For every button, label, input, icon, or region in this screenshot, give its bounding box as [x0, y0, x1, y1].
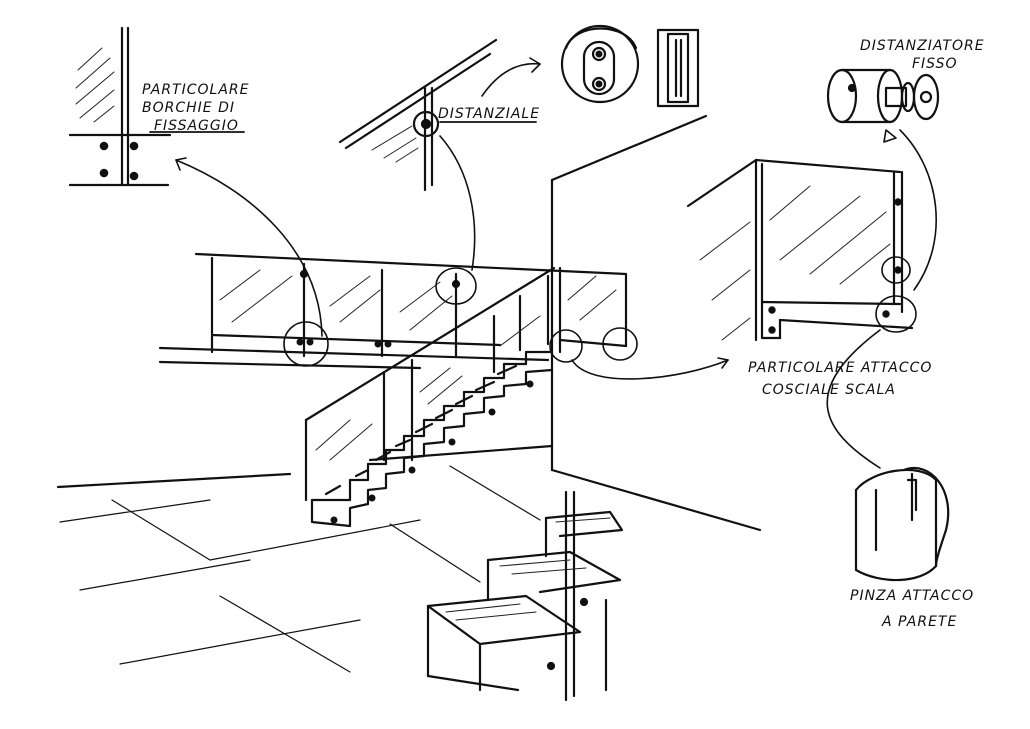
label-distanziatore-line2: FISSO — [912, 56, 957, 72]
label-distanziatore-line1: DISTANZIATORE — [860, 38, 985, 54]
label-pinza: PINZA ATTACCO A PARETE — [850, 588, 974, 630]
label-cosciale: PARTICOLARE ATTACCO COSCIALE SCALA — [748, 360, 931, 398]
label-distanziale: DISTANZIALE — [438, 106, 540, 122]
room-structure — [56, 114, 762, 673]
label-borchie-line1: PARTICOLARE — [142, 82, 249, 98]
detail-spacer-front — [560, 24, 640, 104]
label-borchie-line2: BORCHIE DI — [142, 100, 235, 116]
detail-distanziale — [338, 38, 498, 192]
label-distanziatore: DISTANZIATORE FISSO — [860, 38, 985, 72]
label-borchie-line3: FISSAGGIO — [154, 118, 239, 134]
callout-circles — [283, 256, 917, 367]
detail-distanziatore-fisso — [826, 68, 940, 124]
stair-steps — [310, 350, 554, 528]
label-pinza-line1: PINZA ATTACCO — [850, 588, 974, 604]
leader-arrows — [175, 57, 937, 469]
detail-attacco-cosciale — [686, 158, 914, 342]
foreground-steps — [426, 490, 624, 702]
detail-pinza-parete — [854, 467, 950, 582]
label-distanziale-group: DISTANZIALE — [438, 106, 540, 123]
detail-borchie-fissaggio — [68, 26, 172, 187]
label-pinza-line2: A PARETE — [881, 614, 957, 630]
stair-balustrade — [304, 266, 556, 502]
detail-spacer-side — [656, 28, 700, 108]
label-borchie: PARTICOLARE BORCHIE DI FISSAGGIO — [142, 82, 249, 134]
mezzanine-balustrade — [158, 252, 628, 370]
